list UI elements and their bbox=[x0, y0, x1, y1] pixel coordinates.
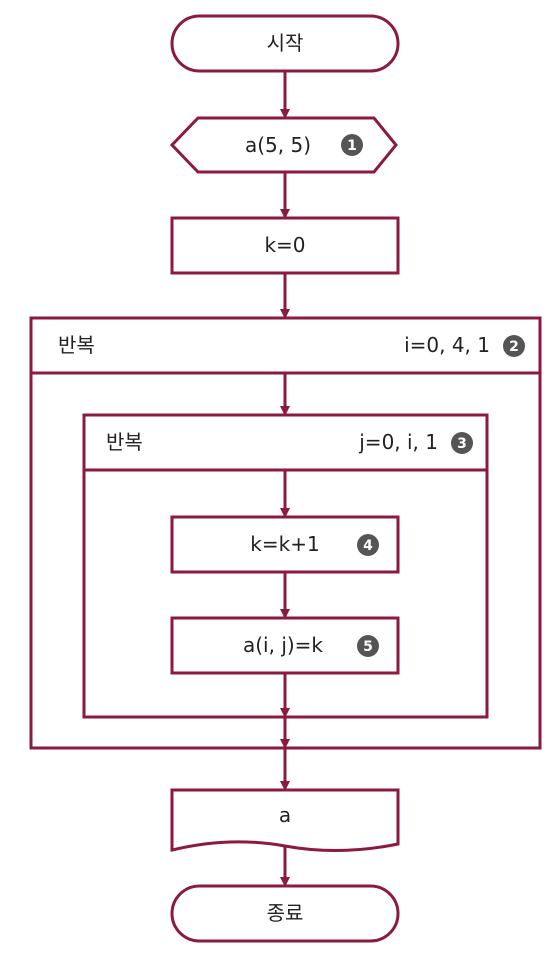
step-badge-3 bbox=[451, 432, 473, 454]
increment-label: k=k+1 bbox=[250, 532, 319, 556]
declare-hexagon bbox=[169, 116, 398, 174]
inner-loop-range: j=0, i, 1 bbox=[358, 430, 438, 454]
step-badge-1 bbox=[341, 134, 363, 156]
step-badge-5-number: 5 bbox=[363, 639, 373, 655]
step-badge-3-number: 3 bbox=[457, 436, 467, 452]
step-badge-4-number: 4 bbox=[363, 538, 373, 554]
step-badge-2 bbox=[503, 335, 525, 357]
start-label: 시작 bbox=[267, 31, 304, 55]
step-badge-2-number: 2 bbox=[509, 339, 519, 355]
declare-label: a(5, 5) bbox=[245, 133, 311, 157]
step-badge-4 bbox=[357, 534, 379, 556]
output-label: a bbox=[279, 803, 291, 827]
step-badge-1-number: 1 bbox=[347, 138, 357, 154]
step-badge-5 bbox=[357, 635, 379, 657]
init-label: k=0 bbox=[264, 233, 305, 257]
inner-loop-title: 반복 bbox=[106, 430, 143, 454]
outer-loop-range: i=0, 4, 1 bbox=[404, 333, 490, 357]
assign-label: a(i, j)=k bbox=[243, 633, 323, 657]
end-label: 종료 bbox=[267, 901, 304, 925]
outer-loop-title: 반복 bbox=[58, 333, 95, 357]
